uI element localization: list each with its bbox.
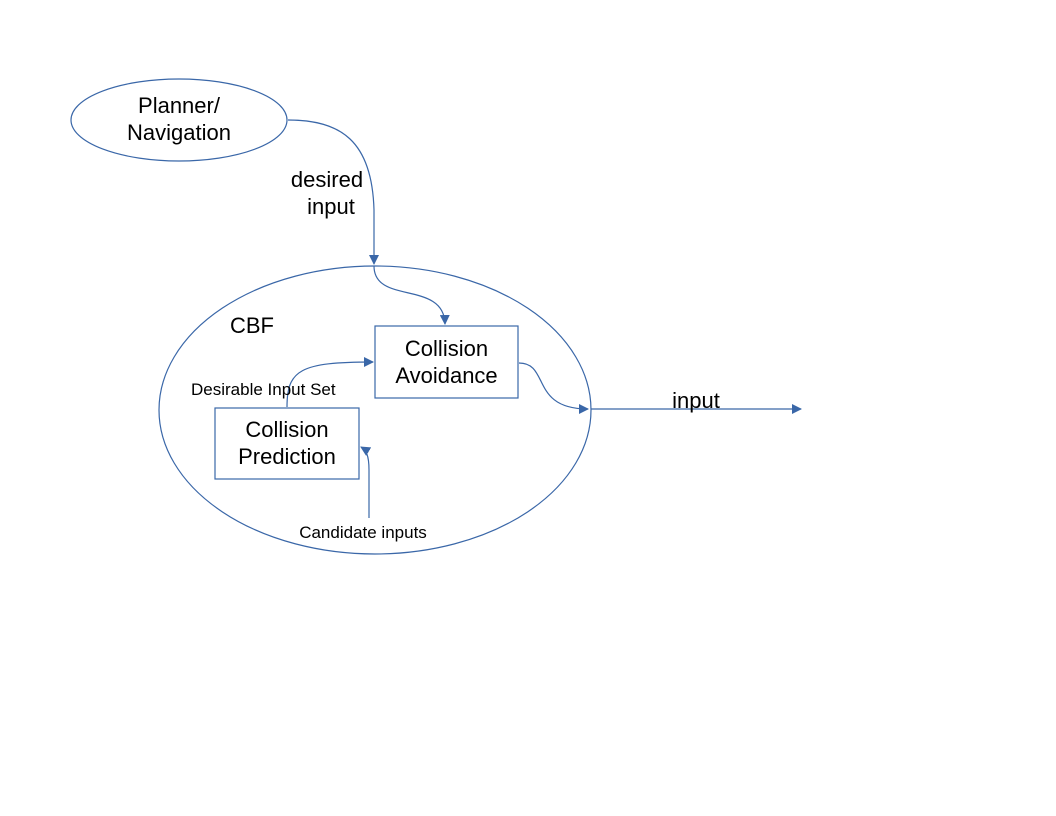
desired-input-label-line2: input: [307, 194, 355, 219]
planner-label-line2: Navigation: [127, 120, 231, 145]
collision-avoidance-box: [374, 325, 519, 399]
candidate-inputs-label: Candidate inputs: [299, 523, 427, 542]
planner-label-line1: Planner/: [138, 93, 221, 118]
output-input-label: input: [672, 388, 720, 413]
cbf-to-avoidance-arrow: [373, 265, 450, 325]
collision-avoidance-label-line2: Avoidance: [395, 363, 497, 388]
desired-input-label-line1: desired: [291, 167, 363, 192]
desirable-input-set-label: Desirable Input Set: [191, 380, 336, 399]
avoidance-to-output-arrow: [518, 362, 589, 414]
collision-prediction-label-line1: Collision: [245, 417, 328, 442]
planner-ellipse: [70, 78, 288, 162]
collision-avoidance-node: Collision Avoidance: [374, 325, 519, 399]
collision-avoidance-label-line1: Collision: [405, 336, 488, 361]
planner-navigation-node: Planner/ Navigation: [70, 78, 288, 162]
collision-prediction-node: Collision Prediction: [214, 407, 360, 480]
desired-input-arrow: [287, 119, 379, 265]
collision-prediction-label-line2: Prediction: [238, 444, 336, 469]
cbf-label: CBF: [230, 313, 274, 338]
desirable-input-set-arrow: [286, 357, 374, 408]
candidate-inputs-arrow: [360, 446, 372, 518]
collision-prediction-box: [214, 407, 360, 480]
